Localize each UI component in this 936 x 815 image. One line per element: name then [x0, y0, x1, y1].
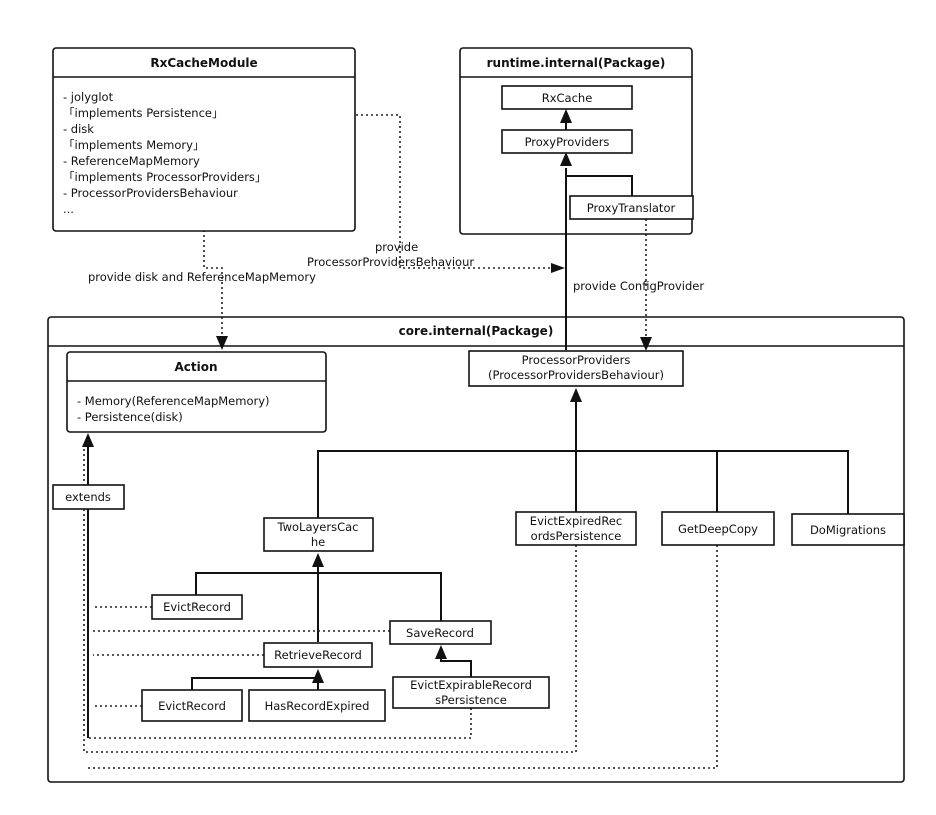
- arrowhead-up: [312, 669, 324, 683]
- save-record-box: SaveRecord: [389, 620, 492, 645]
- provide-behaviour-label-2: ProcessorProvidersBehaviour: [307, 255, 474, 269]
- get-deep-copy-label: GetDeepCopy: [678, 522, 758, 536]
- usage-connector: [88, 545, 718, 769]
- core-package: core.internal(Package): [47, 316, 905, 783]
- two-layers-cache-label-2: he: [311, 535, 325, 549]
- arrowhead-up: [560, 109, 572, 123]
- processor-providers-label-2: (ProcessorProvidersBehaviour): [488, 368, 664, 382]
- evict-record-top-label: EvictRecord: [163, 600, 231, 614]
- translator-line: [566, 175, 633, 196]
- extends-box: extends: [52, 484, 125, 510]
- proxy-providers-label: ProxyProviders: [525, 135, 610, 149]
- evict-expirable-label-2: sPersistence: [435, 693, 507, 707]
- module-line: - jolyglot: [63, 90, 114, 104]
- get-deep-copy-box: GetDeepCopy: [661, 511, 775, 546]
- action-title: Action: [174, 360, 217, 374]
- evict-expired-label-2: ordsPersistence: [531, 529, 622, 543]
- provide-behaviour-label-1: provide: [375, 240, 418, 254]
- save-record-label: SaveRecord: [406, 626, 474, 640]
- module-line: - ReferenceMapMemory: [63, 154, 200, 168]
- module-line: 「implements ProcessorProviders」: [63, 170, 266, 184]
- provide-behaviour-connector: [356, 114, 552, 269]
- evict-expired-records-persistence-box: EvictExpiredRec ordsPersistence: [515, 511, 637, 546]
- do-migrations-box: DoMigrations: [791, 513, 905, 546]
- provide-disk-connector: [203, 200, 223, 346]
- core-package-title: core.internal(Package): [399, 324, 554, 338]
- retrieve-record-box: RetrieveRecord: [263, 642, 373, 668]
- module-line: 「implements Memory」: [63, 138, 204, 152]
- extends-label: extends: [65, 490, 111, 504]
- module-line: - disk: [63, 122, 94, 136]
- processor-children-bus: [317, 450, 849, 518]
- arrowhead-up: [82, 433, 94, 447]
- action-line: - Memory(ReferenceMapMemory): [77, 394, 270, 408]
- module-line: 「implements Persistence」: [63, 106, 223, 120]
- has-record-expired-box: HasRecordExpired: [248, 689, 386, 722]
- usage-connector: [88, 708, 472, 739]
- module-line: - ProcessorProvidersBehaviour: [63, 186, 238, 200]
- arrowhead-down: [640, 337, 652, 351]
- action-box: Action - Memory(ReferenceMapMemory) - Pe…: [66, 351, 327, 433]
- rxcache-module-title: RxCacheModule: [150, 56, 257, 70]
- rxcache-box: RxCache: [501, 85, 633, 110]
- rxcache-module-box: RxCacheModule - jolyglot 「implements Per…: [52, 47, 356, 232]
- arrowhead-up: [312, 553, 324, 567]
- proxy-translator-box: ProxyTranslator: [569, 195, 694, 220]
- arrowhead-right: [551, 263, 565, 273]
- proxy-providers-box: ProxyProviders: [501, 129, 633, 154]
- arrowhead-up: [560, 152, 572, 166]
- retrieve-children-bus: [191, 677, 318, 690]
- evict-record-bottom-box: EvictRecord: [141, 689, 243, 722]
- evict-record-top-box: EvictRecord: [151, 594, 243, 620]
- processor-providers-label-1: ProcessorProviders: [522, 353, 631, 367]
- action-line: - Persistence(disk): [77, 410, 183, 424]
- arrowhead-down: [216, 336, 228, 350]
- do-migrations-label: DoMigrations: [810, 523, 886, 537]
- usage-connector: [83, 446, 577, 753]
- two-layers-cache-label-1: TwoLayersCac: [276, 520, 358, 534]
- runtime-package-title: runtime.internal(Package): [487, 56, 666, 70]
- provide-disk-label: provide disk and ReferenceMapMemory: [88, 270, 316, 284]
- has-record-expired-label: HasRecordExpired: [265, 699, 370, 713]
- arrowhead-up: [435, 645, 447, 659]
- retrieve-record-label: RetrieveRecord: [274, 648, 362, 662]
- module-line: ...: [63, 202, 74, 216]
- processor-providers-box: ProcessorProviders (ProcessorProvidersBe…: [468, 350, 684, 387]
- evict-record-bottom-label: EvictRecord: [158, 699, 226, 713]
- proxy-translator-label: ProxyTranslator: [587, 201, 676, 215]
- evict-expired-label-1: EvictExpiredRec: [530, 514, 622, 528]
- evict-expirable-records-persistence-box: EvictExpirableRecord sPersistence: [392, 676, 550, 709]
- rxcache-label: RxCache: [542, 91, 593, 105]
- evict-expirable-label-1: EvictExpirableRecord: [410, 678, 532, 692]
- arrowhead-up: [570, 388, 582, 402]
- provide-config-label: provide ConfigProvider: [573, 279, 704, 293]
- two-layers-cache-box: TwoLayersCac he: [263, 517, 374, 552]
- runtime-package: runtime.internal(Package): [459, 47, 693, 235]
